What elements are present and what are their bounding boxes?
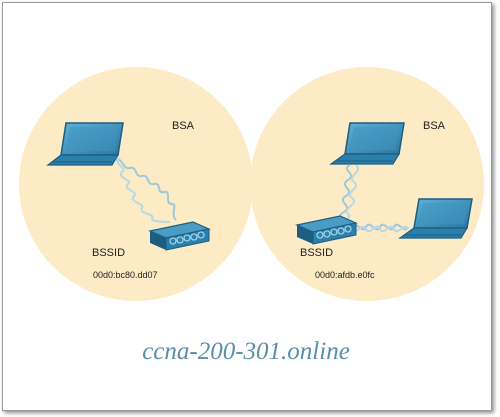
- right-top-laptop-icon: [329, 122, 405, 165]
- left-access-point-icon: [148, 221, 211, 251]
- left-bsa-area: [19, 67, 253, 301]
- watermark-text: ccna-200-301.online: [142, 338, 350, 365]
- right-bsa-label: BSA: [423, 120, 446, 132]
- left-wireless-signal: [115, 157, 177, 223]
- right-bsa-area: [250, 67, 484, 301]
- right-side-laptop-icon: [398, 198, 473, 239]
- left-bssid-value: 00d0:bc80.dd07: [93, 270, 158, 280]
- right-horizontal-wireless-signal: [351, 223, 409, 233]
- right-vertical-wireless-signal: [337, 164, 359, 223]
- right-bssid-value: 00d0:afdb.e0fc: [315, 270, 375, 280]
- right-bssid-label: BSSID: [300, 247, 333, 259]
- left-bsa-label: BSA: [172, 120, 195, 132]
- left-bss: BSA BSSID 00d0:bc80.dd07: [19, 67, 253, 301]
- right-bss: BSA BSSID 00d0:afdb.e0fc: [250, 67, 484, 301]
- left-laptop-icon: [46, 122, 124, 166]
- left-bssid-label: BSSID: [92, 247, 125, 259]
- right-access-point-icon: [295, 215, 358, 245]
